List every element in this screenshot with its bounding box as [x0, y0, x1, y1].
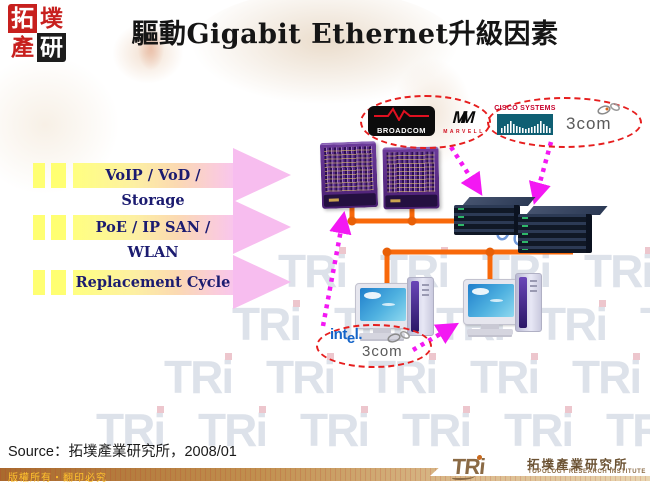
chassis-switch	[319, 141, 379, 209]
marvell-label: MARVELL	[443, 129, 485, 135]
broadcom-wave-icon	[374, 107, 429, 123]
marvell-m: M	[458, 108, 478, 127]
crt-monitor	[355, 283, 411, 329]
tri-wordmark: TRi	[450, 454, 486, 479]
cisco-logo: CISCO SYSTEMS	[492, 104, 558, 138]
watermark-tile: TRi	[606, 404, 650, 456]
logo-char: 產	[11, 34, 34, 61]
marvell-m-icon: MM	[438, 108, 490, 128]
server-stack	[518, 206, 608, 253]
arrow-bar	[51, 163, 66, 188]
driver-label: Replacement Cycle	[75, 274, 231, 291]
driver-arrow-replacement: Replacement Cycle	[0, 254, 300, 310]
watermark-tile: TRi	[538, 298, 608, 350]
intel-logo: intel.	[330, 326, 363, 347]
stack-front-face	[454, 205, 520, 235]
cisco-label: CISCO SYSTEMS	[494, 105, 556, 112]
driver-label: PoE / IP SAN / WLAN	[95, 219, 211, 261]
watermark-tile: TRi	[266, 351, 336, 403]
intel-text: l.	[354, 326, 363, 343]
pc-tower	[407, 277, 434, 336]
watermark-tile: TRi	[640, 301, 650, 347]
watermark-tile: TRi	[572, 351, 642, 403]
3com-label: 3com	[566, 114, 612, 133]
monitor-screen	[468, 284, 514, 317]
chassis-switch	[382, 146, 440, 210]
arrow-head	[233, 148, 291, 202]
tri-english-name: TOPOLOGY RESEARCH INSTITUTE	[528, 469, 646, 475]
arrow-head	[233, 200, 291, 254]
tri-chinese-name: 拓墣產業研究所	[527, 457, 629, 472]
watermark-tile: TRi	[300, 404, 370, 456]
monitor-neck	[481, 324, 499, 329]
arrow-bar	[51, 215, 66, 240]
logo-char: 墣	[40, 5, 63, 32]
source-note: Source：拓墣產業研究所，2008/01	[8, 444, 237, 460]
watermark-tile: TRi	[504, 404, 574, 456]
watermark-tile: TRi	[402, 404, 472, 456]
3com-knot-icon	[597, 102, 620, 115]
watermark-tile: TRi	[584, 248, 650, 294]
driver-arrow-voip: VoIP / VoD / Storage	[0, 147, 300, 209]
switch-base	[323, 193, 377, 207]
3com-logo: 3com	[564, 102, 622, 136]
server-stack	[454, 197, 536, 235]
intel-dropped-e: e	[346, 330, 355, 347]
tri-chinese-logo: 拓 墣 產 研	[8, 4, 66, 62]
monitor-screen	[360, 288, 406, 321]
3com-label: 3com	[362, 343, 403, 360]
copyright-text: 版權所有‧翻印必究	[8, 473, 107, 484]
marvell-logo: MM MARVELL	[438, 108, 490, 137]
logo-char: 研	[37, 33, 66, 62]
arrow-bar	[51, 270, 66, 295]
intel-text: int	[330, 326, 347, 343]
ellipse-cisco-3com	[487, 97, 642, 148]
pc-tower	[515, 273, 542, 332]
broadcom-logo: BROADCOM	[368, 106, 435, 136]
3com-knot-icon	[387, 330, 410, 343]
watermark-tile: TRi	[470, 351, 540, 403]
broadcom-label: BROADCOM	[377, 126, 426, 135]
arrow-bar	[33, 215, 45, 240]
slide-title: 驅動Gigabit Ethernet升級因素	[131, 19, 559, 50]
stack-front-face	[518, 214, 592, 253]
watermark-tile: TRi	[164, 351, 234, 403]
switch-base	[385, 194, 438, 208]
logo-char: 拓	[8, 4, 37, 33]
3com-logo: 3com	[362, 343, 403, 361]
driver-label: VoIP / VoD / Storage	[105, 167, 201, 209]
monitor-base	[467, 329, 513, 335]
arrow-head	[233, 255, 291, 309]
crt-monitor	[463, 279, 519, 325]
arrow-bar	[33, 270, 45, 295]
arrow-bar	[33, 163, 45, 188]
cisco-bridge-icon	[497, 114, 553, 135]
driver-arrow-poe: PoE / IP SAN / WLAN	[0, 199, 300, 261]
